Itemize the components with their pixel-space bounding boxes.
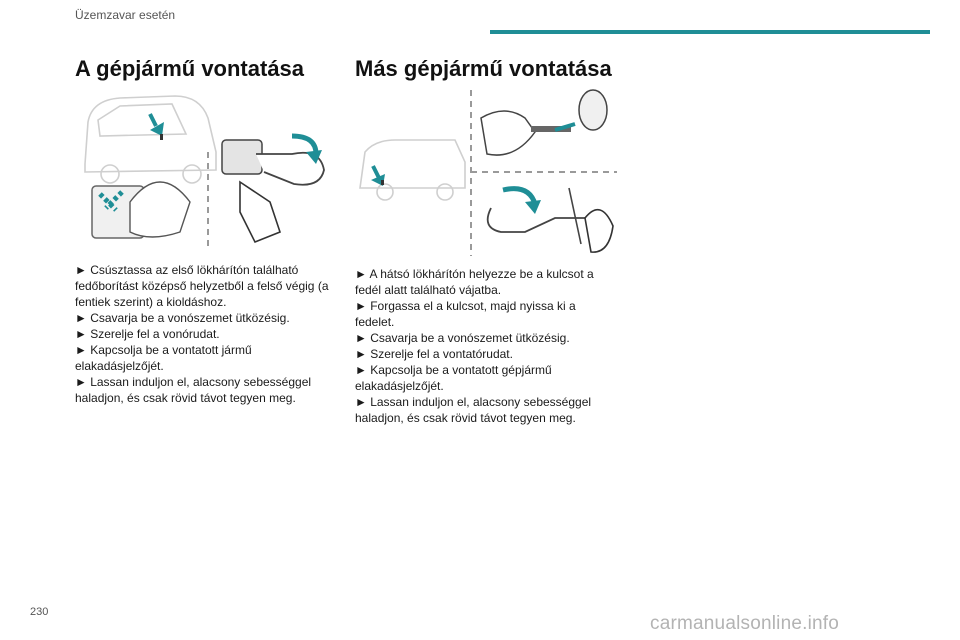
tow-eye-screw-icon <box>486 186 614 253</box>
step-text: ► Lassan induljon el, alacsony sebességg… <box>75 375 312 405</box>
step-text: ► Kapcsolja be a vontatott jármű elakadá… <box>75 343 252 373</box>
van-rear-outline-icon <box>359 139 466 201</box>
step-text: ► Csavarja be a vonószemet ütközésig. <box>355 331 570 345</box>
step-text: ► Lassan induljon el, alacsony sebességg… <box>355 395 592 425</box>
step-text: ► Csúsztassa az első lökhárítón találhat… <box>75 263 329 309</box>
step-text: ► Forgassa el a kulcsot, majd nyissa ki … <box>355 299 576 329</box>
step-text: ► Kapcsolja be a vontatott gépjármű elak… <box>355 363 552 393</box>
van-front-outline-icon <box>84 95 217 184</box>
section-title-towing-another-vehicle: Más gépjármű vontatása <box>355 56 612 81</box>
steps-towing-another-vehicle: ► A hátsó lökhárítón helyezze be a kulcs… <box>355 266 615 426</box>
step-text: ► Szerelje fel a vonórudat. <box>75 327 220 341</box>
running-header: Üzemzavar esetén <box>75 8 176 22</box>
front-tow-eye-illustration <box>84 95 325 250</box>
rear-tow-eye-illustration <box>359 89 617 256</box>
steps-towing-vehicle: ► Csúsztassa az első lökhárítón találhat… <box>75 262 335 406</box>
step-text: ► A hátsó lökhárítón helyezze be a kulcs… <box>355 267 594 297</box>
arrow-down-icon <box>148 113 158 127</box>
page-number: 230 <box>30 606 49 618</box>
watermark: carmanualsonline.info <box>650 613 840 634</box>
step-text: ► Csavarja be a vonószemet ütközésig. <box>75 311 290 325</box>
key-insert-icon <box>480 89 608 156</box>
step-text: ► Szerelje fel a vontatórudat. <box>355 347 513 361</box>
section-title-towing-vehicle: A gépjármű vontatása <box>75 56 305 81</box>
header-accent-bar <box>490 30 930 34</box>
arrow-down-icon <box>371 165 381 179</box>
cover-slide-icon <box>91 181 191 239</box>
tow-eye-screw-icon <box>221 133 325 244</box>
